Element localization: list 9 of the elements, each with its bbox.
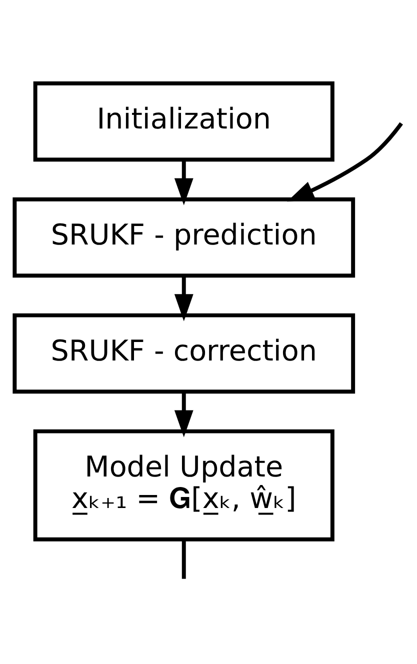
- arrow: [174, 392, 194, 438]
- arrow: [174, 160, 194, 206]
- node-box: Initialization: [33, 81, 334, 162]
- node-box: SRUKF - correction: [12, 313, 356, 394]
- node-box: SRUKF - prediction: [12, 197, 356, 278]
- arrow: [174, 276, 194, 322]
- arrow: [287, 122, 403, 202]
- node-box: Model Update x̲ₖ₊₁ = 𝐆[x̲ₖ, ŵ̲ₖ]: [33, 429, 334, 542]
- connector: [182, 539, 186, 579]
